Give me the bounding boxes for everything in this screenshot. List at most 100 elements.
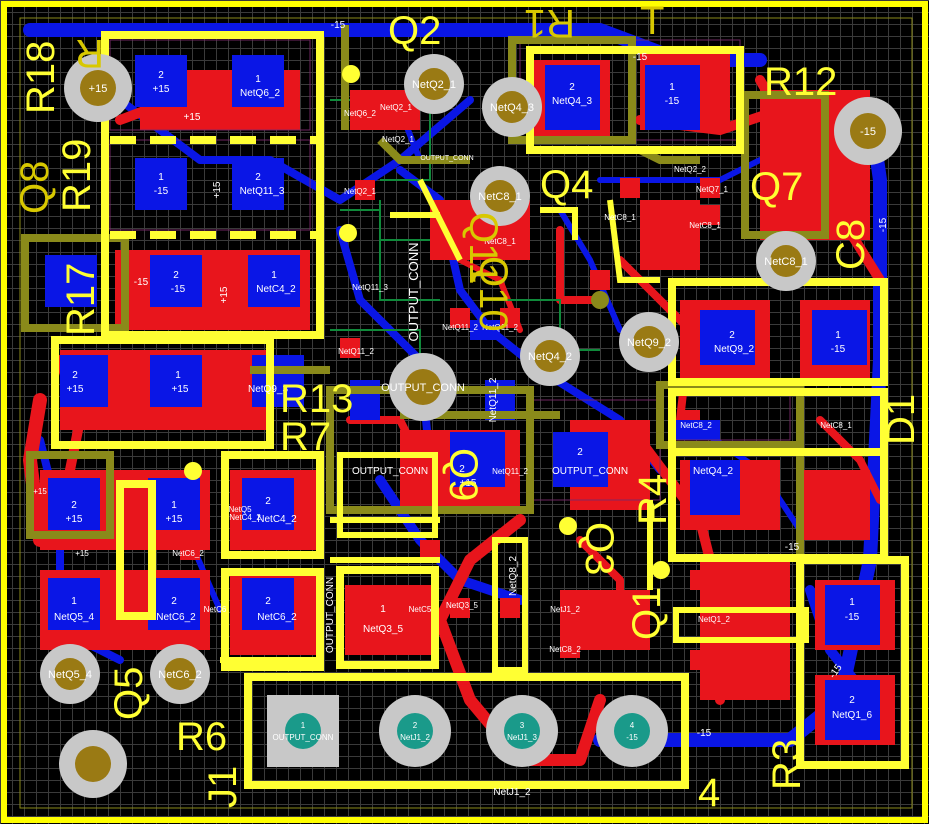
- svg-text:1: 1: [380, 604, 386, 615]
- svg-text:+15: +15: [75, 549, 89, 558]
- svg-text:+15: +15: [66, 514, 83, 525]
- svg-text:Q4: Q4: [540, 163, 593, 207]
- svg-text:-15: -15: [331, 20, 346, 31]
- svg-text:T: T: [640, 0, 664, 43]
- svg-text:NetJ1_2: NetJ1_2: [550, 605, 580, 614]
- svg-text:-15: -15: [878, 217, 889, 232]
- svg-text:2: 2: [158, 70, 164, 81]
- svg-text:2: 2: [413, 721, 418, 730]
- svg-text:NetQ9_2: NetQ9_2: [627, 337, 671, 349]
- svg-text:2: 2: [729, 330, 735, 341]
- svg-text:R13: R13: [280, 377, 353, 421]
- svg-text:OUTPUT_CONN: OUTPUT_CONN: [552, 466, 628, 477]
- svg-text:+15: +15: [67, 384, 84, 395]
- svg-text:R18: R18: [19, 41, 63, 114]
- svg-text:Q1: Q1: [625, 587, 669, 640]
- svg-text:NetC8_2: NetC8_2: [680, 421, 712, 430]
- svg-text:R3: R3: [765, 739, 809, 790]
- silkscreen-dots: [184, 65, 670, 579]
- svg-text:NetQ6_2: NetQ6_2: [240, 88, 280, 99]
- board-keepout: [19, 17, 913, 809]
- svg-text:NetQ3_5: NetQ3_5: [363, 624, 403, 635]
- svg-text:OUTPUT_CONN: OUTPUT_CONN: [325, 577, 336, 653]
- svg-text:+15: +15: [153, 84, 170, 95]
- svg-text:R19: R19: [55, 139, 99, 212]
- top-copper-pads: [40, 50, 895, 745]
- svg-text:Q9: Q9: [441, 448, 485, 501]
- svg-text:NetQ11_2: NetQ11_2: [338, 347, 374, 356]
- svg-text:1: 1: [158, 172, 164, 183]
- svg-text:2: 2: [72, 370, 78, 381]
- svg-text:R4: R4: [631, 474, 675, 525]
- svg-text:-15: -15: [626, 733, 638, 742]
- svg-text:Q5: Q5: [107, 667, 151, 720]
- svg-text:NetQ9_3: NetQ9_3: [248, 384, 288, 395]
- svg-text:1: 1: [271, 270, 277, 281]
- svg-text:-15: -15: [134, 277, 149, 288]
- svg-text:Q7: Q7: [750, 165, 803, 209]
- svg-text:Q3: Q3: [577, 522, 621, 575]
- svg-text:+15: +15: [219, 286, 230, 303]
- svg-text:1: 1: [171, 500, 177, 511]
- svg-text:2: 2: [71, 500, 77, 511]
- svg-text:NetJ1_2: NetJ1_2: [400, 733, 430, 742]
- svg-text:NetC8_1: NetC8_1: [478, 191, 521, 203]
- svg-text:NetJ1_3: NetJ1_3: [507, 733, 537, 742]
- svg-text:NetQ2_2: NetQ2_2: [674, 165, 707, 174]
- svg-text:R6: R6: [176, 715, 227, 759]
- svg-text:+15: +15: [172, 384, 189, 395]
- svg-text:NetC8_1: NetC8_1: [820, 421, 852, 430]
- svg-text:NetJ1_2: NetJ1_2: [493, 787, 531, 798]
- svg-text:NetQ2_1: NetQ2_1: [412, 79, 456, 91]
- svg-text:R7: R7: [280, 415, 331, 459]
- svg-text:2: 2: [171, 596, 177, 607]
- svg-text:NetQ2_1: NetQ2_1: [380, 103, 413, 112]
- svg-text:NetQ5_4: NetQ5_4: [48, 669, 92, 681]
- svg-text:NetQ2_1: NetQ2_1: [344, 187, 377, 196]
- svg-text:D1: D1: [879, 394, 923, 445]
- svg-text:NetQ11_2: NetQ11_2: [492, 467, 528, 476]
- svg-text:-15: -15: [633, 52, 648, 63]
- svg-text:1: 1: [255, 74, 261, 85]
- smd-pads: [180, 100, 790, 670]
- svg-text:-15: -15: [171, 284, 186, 295]
- svg-text:NetQ5: NetQ5: [228, 505, 252, 514]
- svg-text:NetC6: NetC6: [204, 605, 227, 614]
- svg-text:NetC4_2: NetC4_2: [229, 513, 261, 522]
- svg-text:NetC8_2: NetC8_2: [549, 645, 581, 654]
- svg-text:+15: +15: [33, 487, 47, 496]
- svg-text:-15: -15: [860, 126, 876, 138]
- svg-text:OUTPUT_CONN: OUTPUT_CONN: [352, 466, 428, 477]
- svg-text:1: 1: [835, 330, 841, 341]
- svg-text:Q2: Q2: [388, 9, 441, 53]
- svg-text:OUTPUT_CONN: OUTPUT_CONN: [420, 155, 473, 162]
- svg-text:OUTPUT_CONN: OUTPUT_CONN: [381, 382, 465, 394]
- svg-text:2: 2: [849, 695, 855, 706]
- svg-text:1: 1: [669, 82, 675, 93]
- svg-text:Q8: Q8: [13, 161, 57, 214]
- svg-text:-15: -15: [845, 612, 860, 623]
- svg-text:1: 1: [849, 597, 855, 608]
- svg-text:OUTPUT_CONN: OUTPUT_CONN: [273, 733, 334, 742]
- svg-text:OUTPUT_CONN: OUTPUT_CONN: [406, 243, 421, 342]
- svg-text:NetQ1_6: NetQ1_6: [832, 710, 872, 721]
- svg-text:NetC8_1: NetC8_1: [764, 256, 807, 268]
- svg-text:NetQ4_3: NetQ4_3: [552, 96, 592, 107]
- svg-text:C8: C8: [829, 219, 873, 270]
- svg-text:Q11: Q11: [461, 212, 505, 285]
- vias: [40, 54, 902, 798]
- svg-text:R17: R17: [59, 263, 103, 336]
- svg-text:NetQ11_2: NetQ11_2: [482, 323, 518, 332]
- svg-text:R12: R12: [764, 60, 837, 104]
- svg-text:1: 1: [175, 370, 181, 381]
- svg-text:4: 4: [630, 721, 635, 730]
- svg-text:4: 4: [698, 771, 720, 815]
- svg-text:NetQ11_3: NetQ11_3: [352, 283, 388, 292]
- svg-text:NetQ4_2: NetQ4_2: [528, 351, 572, 363]
- svg-text:NetC8_1: NetC8_1: [604, 213, 636, 222]
- svg-text:+15: +15: [212, 181, 223, 198]
- svg-text:NetQ2_1: NetQ2_1: [382, 135, 415, 144]
- svg-text:NetQ6_2: NetQ6_2: [344, 109, 377, 118]
